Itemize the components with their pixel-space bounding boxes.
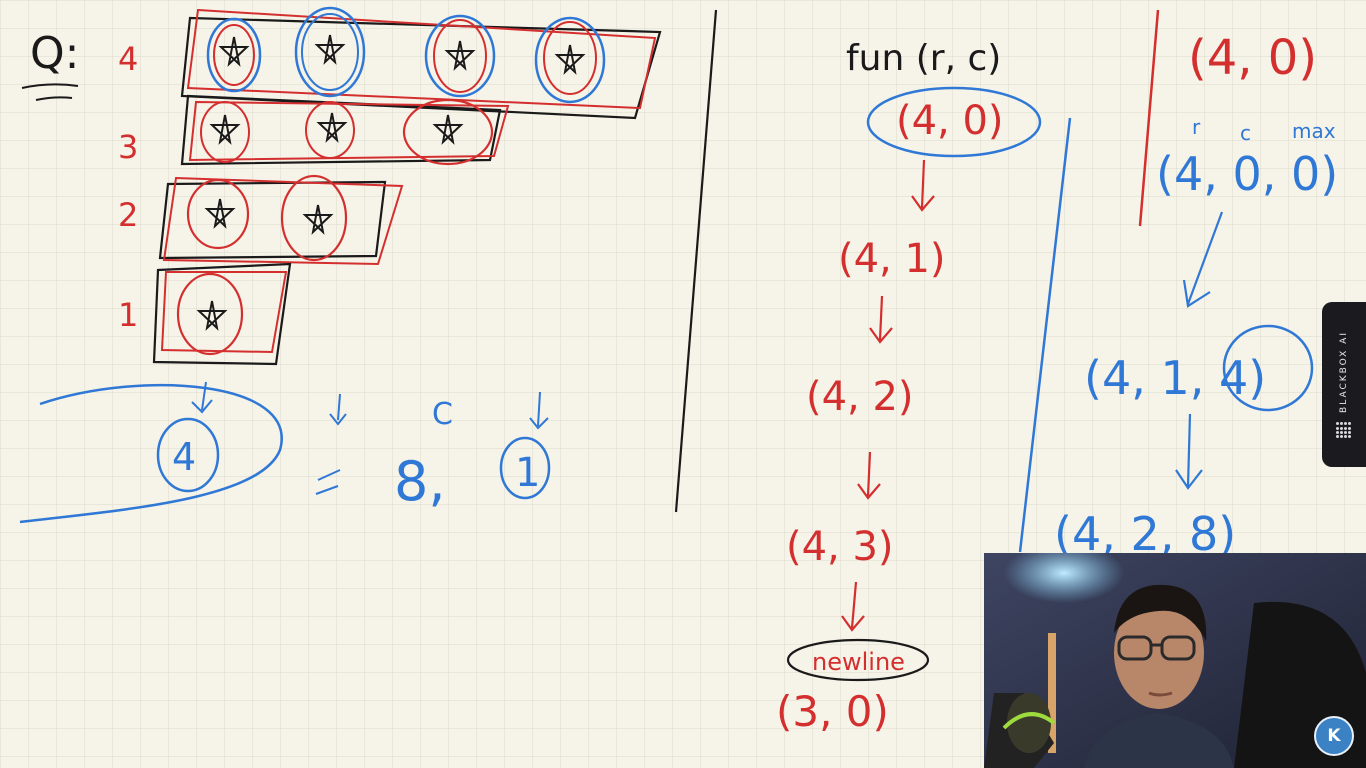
call-3-0: (3, 0)	[776, 687, 889, 736]
call-root-circle	[866, 86, 1042, 158]
max-circle	[1222, 324, 1314, 412]
call-4-2: (4, 2)	[806, 374, 914, 420]
header-max: max	[1292, 119, 1336, 143]
recursion-arrows	[841, 159, 935, 632]
state-call-2: (4, 1, 4)	[1084, 351, 1266, 405]
call-4-0: (4, 0)	[896, 98, 1004, 144]
webcam-video-frame	[984, 553, 1366, 768]
question-label: Q:	[30, 28, 79, 79]
header-r: r	[1192, 115, 1201, 139]
divider-middle	[1018, 117, 1072, 553]
blue-annotations	[19, 381, 551, 524]
function-signature: fun (r, c)	[846, 38, 1001, 79]
call-4-1: (4, 1)	[838, 236, 946, 282]
circled-value-4: 4	[172, 435, 196, 479]
blackbox-logo-icon	[1336, 422, 1352, 439]
webcam-overlay: K	[984, 553, 1366, 768]
row-label-4: 4	[118, 40, 138, 78]
question-underline-2	[35, 96, 73, 101]
right-top-call: (4, 0)	[1188, 30, 1317, 86]
value-8: 8,	[394, 450, 446, 513]
blackbox-ai-label: BLACKBOX AI	[1339, 330, 1349, 413]
value-1: 1	[515, 450, 540, 496]
right-arrows	[1175, 211, 1224, 490]
divider-right	[1138, 9, 1160, 227]
state-call-3: (4, 2, 8)	[1054, 507, 1236, 561]
question-underline	[21, 83, 79, 89]
blackbox-ai-tab[interactable]: BLACKBOX AI	[1322, 302, 1366, 467]
channel-logo-icon[interactable]: K	[1314, 716, 1354, 756]
row-label-3: 3	[118, 128, 138, 166]
newline-circle	[786, 638, 930, 682]
divider-left	[674, 9, 718, 513]
call-4-3: (4, 3)	[786, 524, 894, 570]
tick-label-c: C	[432, 397, 453, 432]
row-label-2: 2	[118, 196, 138, 234]
row-label-1: 1	[118, 296, 138, 334]
header-c: c	[1240, 121, 1251, 145]
newline-label: newline	[812, 648, 905, 676]
star-pattern	[152, 6, 662, 366]
state-call-1: (4, 0, 0)	[1156, 147, 1338, 201]
